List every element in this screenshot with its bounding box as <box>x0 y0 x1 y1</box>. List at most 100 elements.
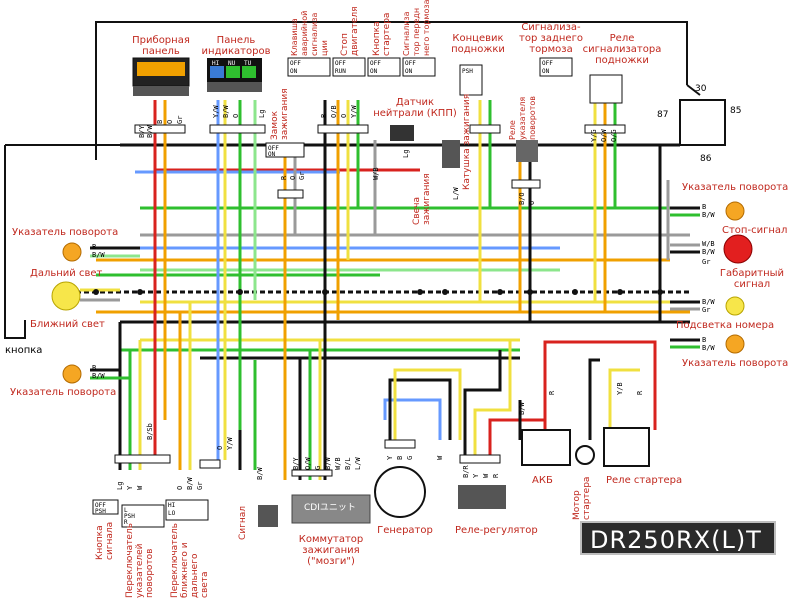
wc-lr-b: B <box>92 364 97 372</box>
battery-body <box>521 429 571 466</box>
frame-right-relay <box>686 84 701 96</box>
wc-tr-bo: B/O <box>518 192 526 205</box>
wc-rr-bw: B/W <box>702 344 715 352</box>
lock-connector <box>277 189 304 199</box>
wc-gen-g: G <box>406 455 414 460</box>
label-rear-brake: Сигнализа- тор заднего тормоза <box>519 22 583 55</box>
junction-dots <box>93 289 663 295</box>
wc-bat-bw: B/W <box>518 402 526 415</box>
turn-front-left-lamp <box>62 242 82 262</box>
wc-panel-bw: B/W <box>146 125 154 138</box>
wc-reg-y: Y <box>472 473 480 478</box>
indicator-nu-text: NU <box>228 60 236 67</box>
label-turn-relay: Реле указателя поворотов <box>508 96 537 140</box>
lock-on: ON <box>268 151 276 158</box>
wc-reg-r: R <box>492 473 500 478</box>
instrument-panel-screen <box>137 62 185 76</box>
wc-relay-yg: Y/G <box>590 129 598 142</box>
horn-off: OFF <box>95 502 106 509</box>
wc-neutral-wb: W/B <box>372 167 380 180</box>
relay-pin-86: 86 <box>700 154 712 164</box>
label-light-switch: Переключатель ближнего и дальнего света <box>170 523 210 598</box>
light-switch-box <box>165 499 209 521</box>
turn-r: R <box>124 519 128 526</box>
starter-motor-body <box>575 445 595 465</box>
label-engine-stop: Стоп двигателя <box>340 6 360 56</box>
gen-blue <box>383 398 442 440</box>
wc-hz-yw: Y/W <box>350 105 358 118</box>
wc-reg-br: B/R <box>462 465 470 478</box>
lamps <box>51 201 753 384</box>
label-instrument-panel: Приборная панель <box>132 35 190 57</box>
starter-off: OFF <box>370 60 381 67</box>
hazard-switch-box <box>287 57 331 77</box>
regulator-body <box>458 485 506 509</box>
wc-lock-o: O <box>289 175 297 180</box>
reg-black <box>463 350 502 460</box>
label-turn-front-left: Указатель поворота <box>12 227 119 238</box>
label-ignition-coil: Катушка зажигания <box>462 93 472 190</box>
wc-ind-o: O <box>232 113 240 118</box>
gen-yellow <box>393 368 462 440</box>
wc-gen-y: Y <box>386 455 394 460</box>
indicator-tu-text: TU <box>244 60 252 67</box>
turn-switch-box <box>121 504 165 528</box>
lower-components <box>92 427 650 528</box>
light-hi: HI <box>168 502 176 509</box>
label-stop-signal: Стоп-сигнал <box>722 225 788 236</box>
wc-panel-by: B/Y <box>138 125 146 138</box>
label-low-beam: Ближний свет <box>30 319 105 330</box>
turn-rear-left-lamp <box>62 364 82 384</box>
label-starter-button: Кнопка стартера <box>372 12 392 56</box>
wc-stop-wb: W/B <box>702 240 715 248</box>
indicator-hi-text: HI <box>212 60 220 67</box>
wc-st-yb: Y/B <box>616 382 624 395</box>
stand-switch-box <box>459 64 483 96</box>
plate-lamp <box>725 296 745 316</box>
wc-lr-bw: B/W <box>92 372 105 380</box>
instrument-panel-base <box>133 86 189 96</box>
wc-rr-b: B <box>702 336 707 344</box>
wc-panel-b: B <box>156 119 164 124</box>
wc-rf-bw: B/W <box>702 211 715 219</box>
horn-connector <box>199 459 221 469</box>
indicator-hi <box>210 66 224 78</box>
bus-wires <box>60 143 690 360</box>
horn-switch-box <box>92 499 119 515</box>
wc-hb-gr: Gr <box>196 481 204 490</box>
wc-relay-og: O/G <box>610 129 618 142</box>
model-badge: DR250RX(L)T <box>580 521 776 555</box>
wc-cdi-bw: B/W <box>324 457 332 470</box>
indicator-tu <box>242 66 256 78</box>
light-lo: LO <box>168 510 176 517</box>
label-turn-rear-right: Указатель поворота <box>682 358 789 369</box>
wc-horn-yw: Y/W <box>226 437 234 450</box>
wc-hz-ob: O/B <box>330 105 338 118</box>
connector-bars <box>114 124 626 477</box>
turnrelay-connector <box>511 179 541 189</box>
horn-body <box>258 505 278 527</box>
label-button: кнопка <box>5 345 43 356</box>
label-hazard-key: Клавиша аварийной сигнализа ции <box>290 10 329 56</box>
fbrake-off: OFF <box>405 60 416 67</box>
label-plate-light: Подсветка номера <box>676 320 775 331</box>
wc-lf-bw: B/W <box>92 251 105 259</box>
rbrake-on: ON <box>542 68 550 75</box>
stop-off: OFF <box>335 60 346 67</box>
wc-hz-o: O <box>340 113 348 118</box>
rbrake-off: OFF <box>542 60 553 67</box>
stand-psh: PSH <box>462 68 473 75</box>
label-generator: Генератор <box>377 525 433 536</box>
left-lamp-wires <box>80 246 140 380</box>
relay-pin-85: 85 <box>730 106 742 116</box>
relay-pin-87: 87 <box>657 110 669 120</box>
label-front-brake: Сигнализа тор передн него тормоза <box>402 0 431 56</box>
reg-yellow <box>473 340 512 460</box>
wc-plate-bw: B/W <box>702 298 715 306</box>
wc-ind-yw: Y/W <box>212 105 220 118</box>
relay-connector <box>584 124 626 134</box>
wc-stop-bw: B/W <box>702 248 715 256</box>
stop-switch-box <box>332 57 366 77</box>
cdi-body <box>291 494 371 524</box>
